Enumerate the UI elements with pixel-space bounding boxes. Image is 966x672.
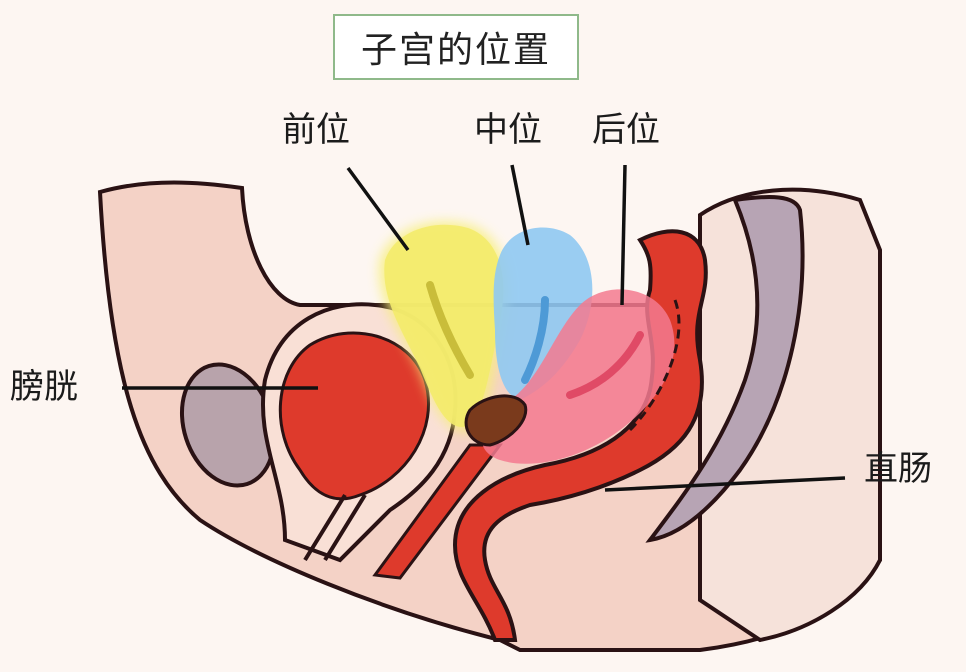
label-midposition: 中位 xyxy=(474,110,542,150)
label-rectum: 直肠 xyxy=(864,449,932,489)
sacrum-stripe xyxy=(645,195,805,543)
leader-retroverted xyxy=(620,164,627,306)
leader-rectum xyxy=(604,476,846,492)
cervix xyxy=(464,394,528,447)
diagram-title: 子宫的位置 xyxy=(360,30,551,71)
label-retroverted: 后位 xyxy=(592,110,660,150)
label-anteverted: 前位 xyxy=(282,110,350,150)
uterus-retroverted xyxy=(481,289,675,464)
title-box: 子宫的位置 xyxy=(333,14,579,80)
sacrum xyxy=(698,187,882,643)
label-bladder: 膀胱 xyxy=(10,367,78,407)
urethra-inner xyxy=(323,493,367,562)
leader-anteverted xyxy=(346,166,410,252)
urethra xyxy=(303,493,347,562)
leader-midposition xyxy=(510,164,530,246)
uterus-anteverted xyxy=(379,221,509,432)
rectum-wall-dashed xyxy=(628,299,681,432)
